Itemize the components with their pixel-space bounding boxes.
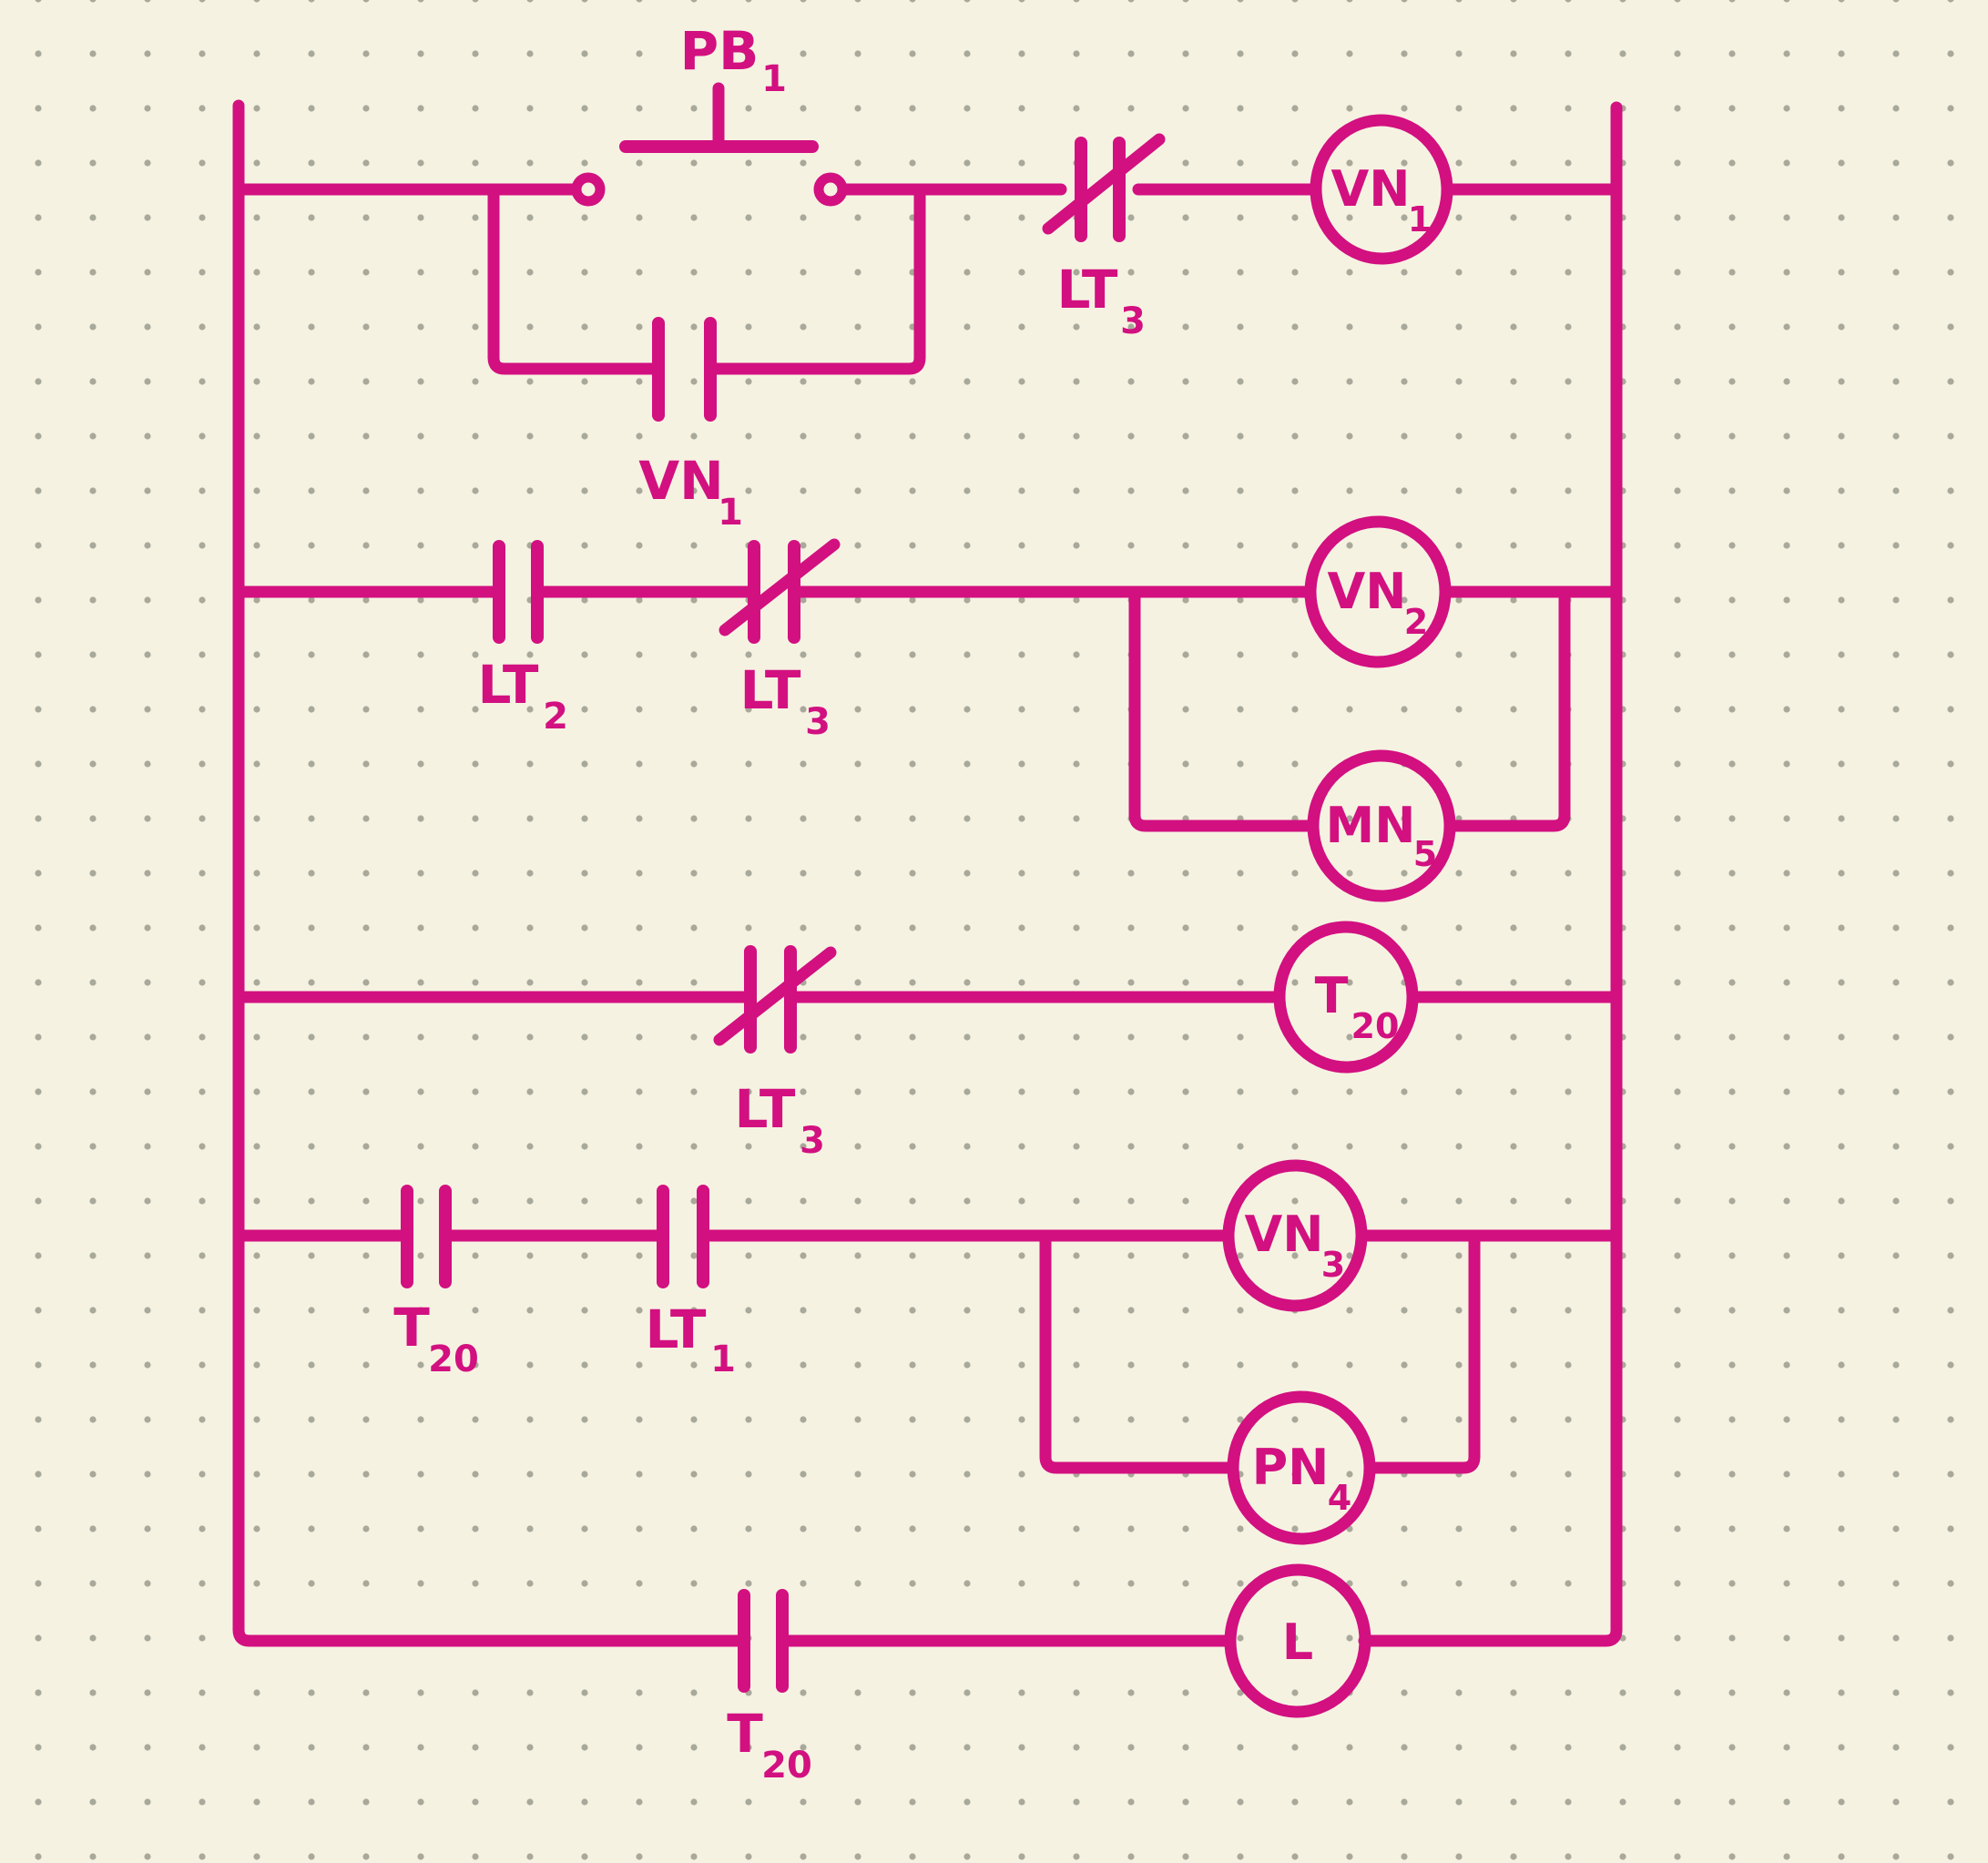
- rung-3: [232, 921, 1623, 1074]
- rung-2: [232, 515, 1623, 902]
- label-LT1-subscript: 1: [710, 1339, 736, 1380]
- label-coil-VN3: VN: [1245, 1206, 1324, 1263]
- label-coil-PN4: PN: [1252, 1439, 1330, 1496]
- contact-nc-LT3: [713, 945, 837, 1054]
- contact-nc-LT3: [1042, 133, 1166, 242]
- label-coil-VN1: VN: [1331, 160, 1411, 218]
- parallel-branch-PN4: [1039, 1229, 1481, 1545]
- branch-wire-left: [1128, 585, 1320, 832]
- nc-slash: [1042, 133, 1166, 235]
- pushbutton-terminal-left: [571, 172, 606, 207]
- label-coil-VN2: VN: [1328, 563, 1407, 620]
- branch-wire-left: [487, 183, 658, 375]
- branch-wire-right: [1363, 1229, 1481, 1474]
- rung-1: [232, 82, 1623, 422]
- branch-wire-right: [1443, 585, 1571, 832]
- label-T20-contact-subscript: 20: [428, 1339, 479, 1380]
- contact-no-VN1: [652, 317, 717, 422]
- circuit-ink: [232, 82, 1623, 1718]
- contact-no-T20: [738, 1589, 789, 1693]
- right-power-rail: [1358, 101, 1623, 1647]
- label-coil-MN5-subscript: 5: [1413, 834, 1437, 874]
- branch-wire-right: [710, 183, 926, 375]
- label-LT3-subscript: 3: [1120, 300, 1146, 342]
- label-coil-L: L: [1282, 1614, 1313, 1671]
- label-T20-contact-subscript: 20: [761, 1745, 812, 1787]
- contact-no-LT2: [493, 540, 544, 644]
- left-power-rail: [232, 99, 744, 1647]
- label-coil-T20: T: [1315, 967, 1349, 1024]
- label-T20-contact: T: [393, 1297, 430, 1359]
- label-LT3: LT: [735, 1078, 796, 1140]
- parallel-branch-MN5: [1128, 585, 1571, 902]
- pushbutton-PB1: [571, 82, 848, 207]
- label-coil-T20-subscript: 20: [1351, 1006, 1400, 1046]
- branch-wire-left: [1039, 1229, 1239, 1474]
- label-coil-VN3-subscript: 3: [1321, 1245, 1345, 1285]
- rung-5: [738, 1563, 1371, 1718]
- label-LT2-subscript: 2: [543, 696, 568, 738]
- label-VN1-contact: VN: [638, 450, 723, 512]
- label-T20-contact: T: [727, 1703, 763, 1765]
- label-LT3: LT: [740, 659, 801, 721]
- label-PB1: PB: [680, 20, 760, 82]
- contact-nc-LT3: [719, 538, 841, 644]
- parallel-branch-VN1: [487, 183, 926, 422]
- label-LT1: LT: [646, 1298, 707, 1360]
- contact-no-T20: [401, 1185, 452, 1288]
- component-labels: PB 1 LT 3 VN 1 VN 1 LT 2 LT 3 VN 2 MN 5 …: [393, 20, 1437, 1787]
- label-coil-MN5: MN: [1326, 797, 1416, 854]
- rung-4: [232, 1159, 1623, 1545]
- label-LT3: LT: [1057, 259, 1118, 321]
- label-PB1-subscript: 1: [761, 58, 787, 100]
- label-LT2: LT: [478, 654, 539, 716]
- label-coil-VN1-subscript: 1: [1408, 199, 1432, 239]
- label-LT3-subscript: 3: [805, 701, 831, 743]
- label-LT3-subscript: 3: [800, 1120, 825, 1162]
- nc-slash: [713, 946, 837, 1046]
- label-coil-PN4-subscript: 4: [1328, 1478, 1351, 1518]
- nc-slash: [719, 538, 841, 636]
- label-VN1-contact-subscript: 1: [718, 492, 743, 534]
- coil-L: [1224, 1563, 1371, 1718]
- label-coil-VN2-subscript: 2: [1404, 602, 1428, 642]
- contact-no-LT1: [657, 1185, 709, 1288]
